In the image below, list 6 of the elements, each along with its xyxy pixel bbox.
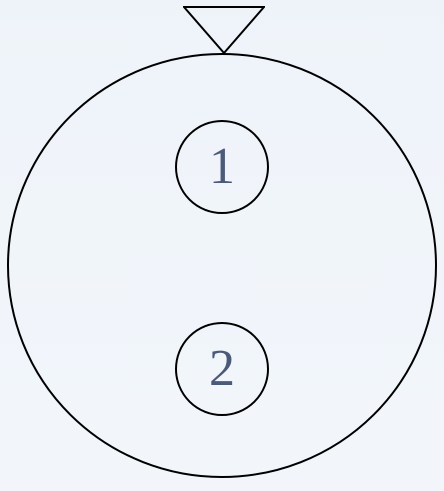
number-label: 1 (209, 141, 235, 193)
numbered-circle (175, 322, 269, 416)
numbered-circle (175, 120, 269, 214)
triangle-marker (183, 6, 265, 54)
number-label: 2 (209, 343, 235, 395)
large-circle (7, 53, 437, 478)
